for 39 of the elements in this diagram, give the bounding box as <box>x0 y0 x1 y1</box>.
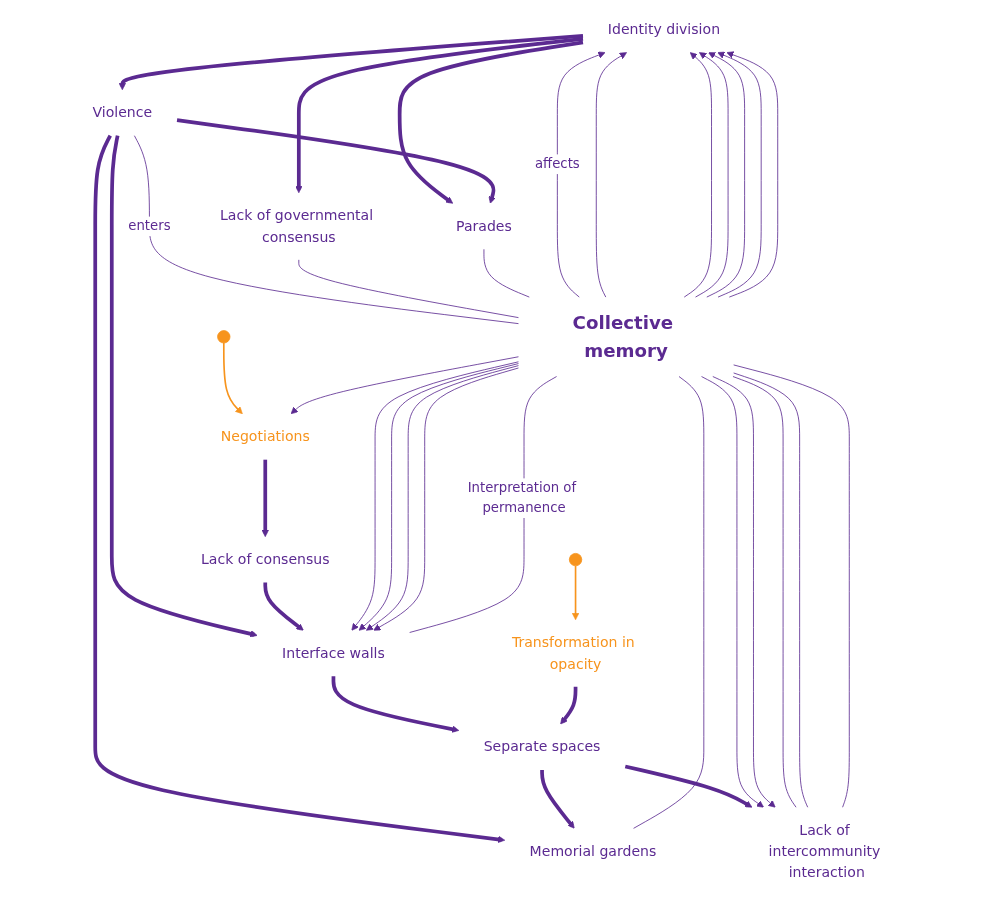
connector <box>732 376 797 808</box>
node-text: Lack of consensus <box>200 550 330 568</box>
node-text: Collective memory <box>572 312 674 361</box>
connector <box>483 248 530 298</box>
connector <box>298 259 519 319</box>
arrow <box>331 676 460 733</box>
arrow <box>261 459 269 537</box>
node-text: Lack of intercommunity interaction <box>768 821 881 881</box>
edge-label: affects <box>534 155 580 172</box>
arrow <box>560 686 578 725</box>
edge-label: enters <box>128 218 171 234</box>
arrow <box>109 135 258 638</box>
arrow <box>223 342 243 415</box>
arrow <box>397 40 584 204</box>
node-asterisk <box>568 553 583 567</box>
node-text: Memorial gardens <box>529 842 657 859</box>
arrow <box>295 36 584 194</box>
arrow <box>176 118 496 204</box>
node-text: Transformation in opacity <box>511 633 635 672</box>
node-text: Identity division <box>607 20 721 38</box>
node-text: Lack of governmental consensus <box>220 206 374 245</box>
connector <box>134 135 519 325</box>
arrow <box>540 770 575 829</box>
connector <box>733 372 809 808</box>
node-asterisk <box>217 330 231 344</box>
arrow <box>571 565 580 621</box>
node-text: Interface walls <box>282 644 385 661</box>
node-text: Violence <box>92 103 153 121</box>
node-text: Separate spaces <box>483 738 601 755</box>
connector <box>633 376 705 829</box>
arrow <box>118 33 584 91</box>
node-text: Parades <box>456 217 512 234</box>
edge-label: Interpretation of permanence <box>467 479 577 516</box>
node-text: Negotiations <box>220 427 310 445</box>
connector <box>409 376 557 633</box>
arrow <box>624 764 753 808</box>
connector <box>733 364 850 808</box>
arrow <box>93 134 506 843</box>
arrow <box>263 582 304 631</box>
